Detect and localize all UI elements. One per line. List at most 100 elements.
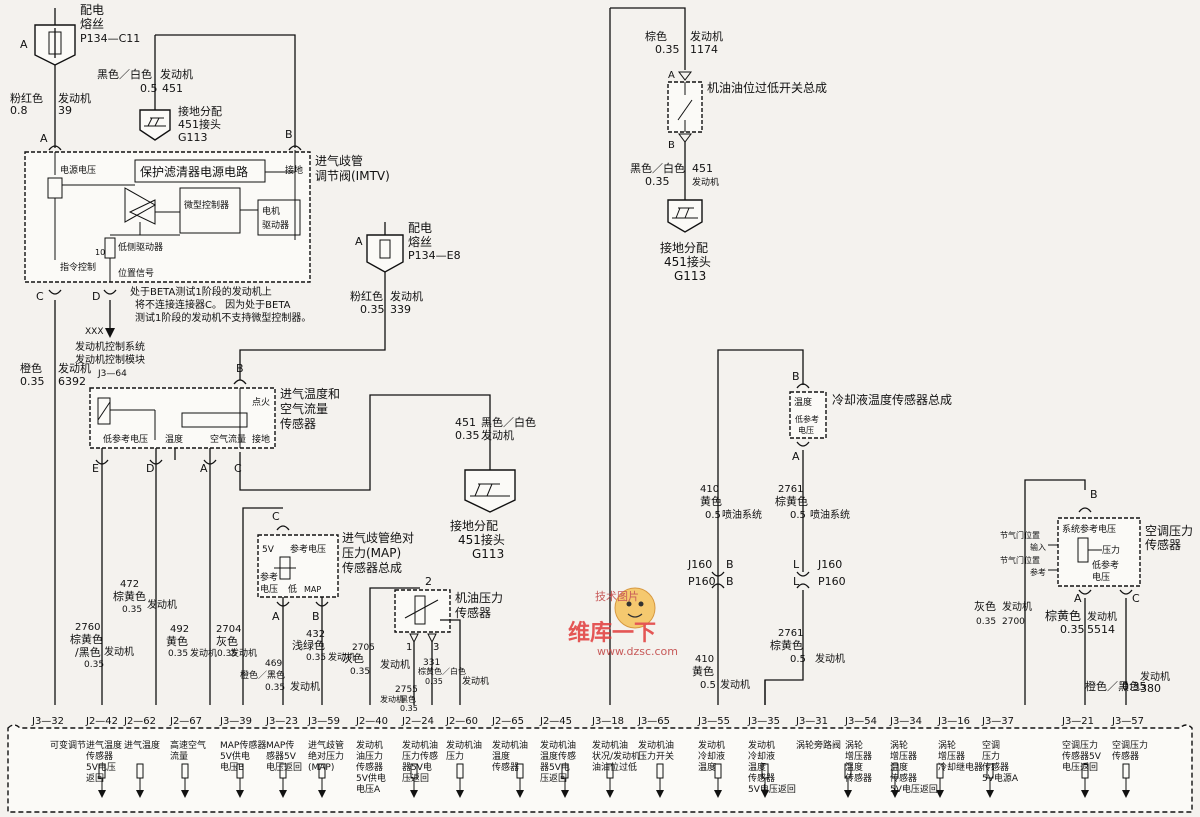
ecm-drop-arrow-11 [656, 790, 664, 798]
maf-title3: 传感器 [280, 416, 316, 431]
wire410b-num: 410 [695, 654, 714, 665]
ecm-drop-arrow-3 [236, 790, 244, 798]
ecm-drop-arrow-4 [279, 790, 287, 798]
acp-sysref: 系统参考电压 [1062, 523, 1116, 535]
ecm-pin-21: J3—21 [1061, 716, 1094, 727]
fuse1-code: P134—C11 [80, 32, 140, 45]
ecm-label-1-0: 进气温度 [86, 739, 122, 751]
ecm-pin-15: J3—35 [747, 716, 780, 727]
ecm-drop-arrow-1 [136, 790, 144, 798]
ecm-label-8-1: 压力传感 [402, 750, 438, 762]
ecm-label-17-2: 温度 [845, 761, 863, 773]
ecm-pin-10: J2—65 [491, 716, 524, 727]
ecm-drop-arrow-13 [761, 790, 769, 798]
map-ref-label: 参考电压 [290, 543, 326, 555]
imtv-pin-b: B [285, 128, 293, 141]
ecm-label-5-2: 电压返回 [266, 761, 302, 773]
maf-pin-e: E [92, 462, 99, 475]
oil-level-switch: 机油油位过低开关总成 [667, 80, 827, 133]
ecm-pin-6: J3—59 [307, 716, 340, 727]
w472-num: 472 [120, 579, 139, 590]
maf-pin-a: A [200, 462, 208, 475]
ecm-drop-arrow-6 [410, 790, 418, 798]
map-map-label: MAP [304, 585, 321, 594]
ecm-label-7-3: 5V供电 [356, 772, 386, 784]
ecm-label-15-2: 温度 [748, 761, 766, 773]
oil-sw-title: 机油油位过低开关总成 [707, 80, 827, 95]
ecm-label-17-1: 增压器 [845, 750, 872, 762]
w2700-num: 2700 [1002, 617, 1025, 627]
fuse-p134-c11: A 配电 熔丝 P134—C11 [20, 3, 140, 66]
ac-pressure-sensor: 空调压力 传感器 系统参考电压 压力 低参考 电压 [1057, 517, 1193, 587]
ecm-pin-0: J3—32 [31, 716, 64, 727]
imtv-pin-c: C [36, 290, 44, 303]
ecm-ref-conn: J3—64 [97, 369, 127, 379]
imtv-pin-a: A [40, 132, 48, 145]
ecm-label-6-2: (MAP) [308, 763, 334, 773]
ect-low2: 电压 [798, 425, 814, 435]
ecm-label-5-1: 感器5V [266, 750, 297, 762]
acp-title2: 传感器 [1145, 537, 1181, 552]
wire-2761b-label: 2761 棕黄色 0.5 发动机 [770, 628, 845, 665]
ect-title: 冷却液温度传感器总成 [832, 392, 952, 407]
map-low1: 参考 [260, 571, 278, 583]
ecm-drop-arrow-12 [714, 790, 722, 798]
ecm-label-5-0: MAP传 [266, 739, 294, 751]
imtv-ground-label: 接地 [285, 164, 303, 176]
w492-gauge: 0.35 [168, 649, 188, 659]
fuse1-pin: A [20, 38, 28, 51]
wire-bw-451-label: 黑色／白色 发动机 0.5 451 [97, 67, 193, 95]
ecm-label-17-3: 传感器 [845, 772, 872, 784]
ecm-label-0-0: 可变调节 [50, 739, 86, 751]
ecm-label-7-4: 电压A [356, 783, 381, 795]
acp-press: 压力 [1102, 544, 1120, 556]
ect-pin-b: B [792, 370, 800, 383]
ecm-label-18-2: 温度 [890, 761, 908, 773]
acp-tp4: 参考 [1030, 567, 1046, 577]
imtv-motor1-label: 电机 [262, 205, 280, 217]
wire-orange-color: 橙色 [20, 361, 42, 375]
acp-pin-c: C [1132, 592, 1140, 605]
ecm-label-13-1: 压力开关 [638, 750, 674, 762]
maf-ground-label: 接地 [252, 433, 270, 445]
w331-gauge: 0.35 [425, 677, 443, 686]
j160a-j: J160 [687, 558, 712, 571]
oilp-title2: 传感器 [455, 605, 491, 620]
w2760-sys: 发动机 [104, 645, 134, 658]
ecm-drop-arrow-7 [456, 790, 464, 798]
wire-bw2-num: 451 [455, 416, 476, 429]
oil-sw-bw-gauge: 0.35 [645, 175, 670, 188]
ecm-label-12-0: 发动机油 [592, 739, 628, 751]
wire410-num: 410 [700, 484, 719, 495]
w331-color: 棕黄色／白色 [418, 666, 466, 676]
bottom-wire-5514: 棕黄色 发动机 0.35 5514 [1045, 608, 1117, 636]
w492-num: 492 [170, 624, 189, 635]
wire-bw1-sys: 发动机 [160, 67, 193, 81]
w2704-sys: 发动机 [230, 647, 257, 659]
oil-sw-wire-gauge: 0.35 [655, 43, 680, 56]
w2704-color: 灰色 [216, 634, 238, 648]
ecm-drop-arrow-19 [1122, 790, 1130, 798]
w2755-color: 黑色 [400, 694, 416, 704]
ecm-drop-arrow-15 [891, 790, 899, 798]
j160a-p: P160 [688, 575, 716, 588]
wire-451-oil-label: 黑色／白色 451 0.35 发动机 [630, 161, 719, 188]
ecm-pin-11: J2—45 [539, 716, 572, 727]
wire-bw1-color: 黑色／白色 [97, 67, 152, 81]
ecm-label-10-1: 温度 [492, 750, 510, 762]
map-title2: 压力(MAP) [342, 546, 401, 560]
wire-pink1-color: 粉红色 [10, 91, 43, 105]
ect-pin-a: A [792, 450, 800, 463]
ecm-label-14-2: 温度 [698, 761, 716, 773]
ecm-drop-arrow-0 [98, 790, 106, 798]
map-low2: 电压 [260, 583, 278, 595]
ecm-ref-l2: 发动机控制模块 [75, 353, 145, 366]
imtv-mcu-label: 微型控制器 [184, 199, 229, 211]
imtv-pos-label: 位置信号 [118, 267, 154, 279]
map-sensor: 进气歧管绝对 压力(MAP) 传感器总成 5V 参考电压 参考 电压 低 MAP [257, 530, 414, 598]
imtv-filter-label: 保护滤清器电源电路 [140, 164, 248, 179]
imtv-note2: 将不连接连接器C。 因为处于BETA [135, 298, 291, 311]
ground1-l1: 接地分配 [178, 105, 222, 118]
ecm-pin-4: J3—39 [219, 716, 252, 727]
